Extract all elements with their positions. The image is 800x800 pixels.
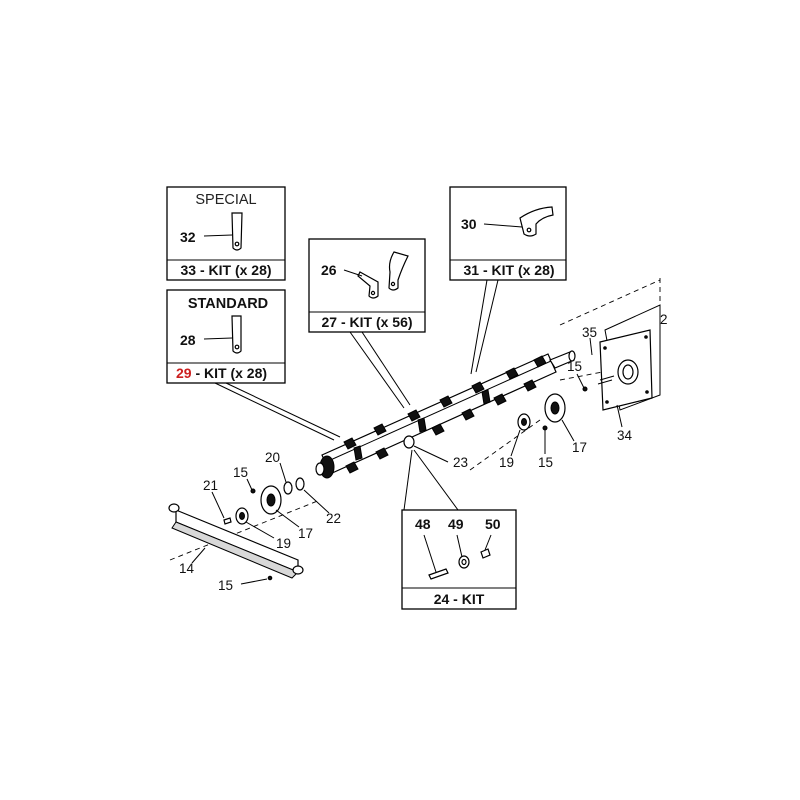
kit-standard-header: STANDARD (188, 296, 268, 312)
pin-part-48 (428, 568, 449, 580)
kit-29-caption: - KIT (x 28) (192, 365, 267, 381)
part-label-30: 30 (461, 216, 477, 232)
rotor-shaft (169, 350, 641, 561)
callout-leaders (191, 337, 623, 585)
left-end-parts (223, 477, 305, 525)
kit-29-number: 29 (176, 365, 192, 381)
svg-text:29 - KIT (x 28): 29 - KIT (x 28) (176, 365, 267, 381)
kit-27-caption: 27 - KIT (x 56) (321, 314, 412, 330)
callout-15-right-bottom: 15 (538, 455, 553, 470)
kit-24-box: 48 49 50 24 - KIT (401, 509, 517, 610)
callout-34: 34 (617, 428, 633, 443)
callout-17-left: 17 (298, 526, 313, 541)
special-knife-blade (231, 212, 243, 251)
skid-bar-part-14 (168, 503, 304, 581)
callout-20: 20 (265, 450, 280, 465)
kit-24-caption: 24 - KIT (434, 591, 485, 607)
callout-35: 35 (582, 325, 597, 340)
part-label-48: 48 (415, 516, 431, 532)
callout-23: 23 (453, 455, 468, 470)
callout-22: 22 (326, 511, 341, 526)
part-label-26: 26 (321, 262, 337, 278)
kit-31-box: 30 31 - KIT (x 28) (449, 186, 567, 281)
kit-special-box: SPECIAL 32 33 - KIT (x 28) (166, 186, 286, 281)
hammer-flail-large (388, 251, 409, 291)
part-label-50: 50 (485, 516, 501, 532)
callout-15-right-top: 15 (567, 359, 582, 374)
rotor-flail-clips (343, 355, 547, 474)
kit-31-caption: 31 - KIT (x 28) (463, 262, 554, 278)
kit-leader-lines (214, 279, 499, 511)
callout-14: 14 (179, 561, 195, 576)
kit-special-header: SPECIAL (195, 192, 256, 208)
callout-labels: 35 15 34 23 19 15 17 20 15 21 22 17 19 1… (179, 312, 668, 593)
standard-knife-blade (231, 315, 242, 354)
part-label-28: 28 (180, 332, 196, 348)
kit-standard-box: STANDARD 28 29 - KIT (x 28) (166, 289, 286, 384)
kit-33-caption: 33 - KIT (x 28) (180, 262, 271, 278)
callout-15-left: 15 (233, 465, 248, 480)
callout-15-bottom: 15 (218, 578, 233, 593)
part-label-32: 32 (180, 229, 196, 245)
callout-2-partial: 2 (660, 312, 668, 327)
kit-27-box: 26 27 - KIT (x 56) (308, 238, 426, 333)
callout-19-right: 19 (499, 455, 514, 470)
bushing-part-50 (480, 548, 491, 559)
callout-19-left: 19 (276, 536, 291, 551)
part-label-49: 49 (448, 516, 464, 532)
callout-21: 21 (203, 478, 218, 493)
right-housing (517, 278, 661, 431)
hub-part-23 (403, 435, 415, 449)
callout-17-right: 17 (572, 440, 587, 455)
